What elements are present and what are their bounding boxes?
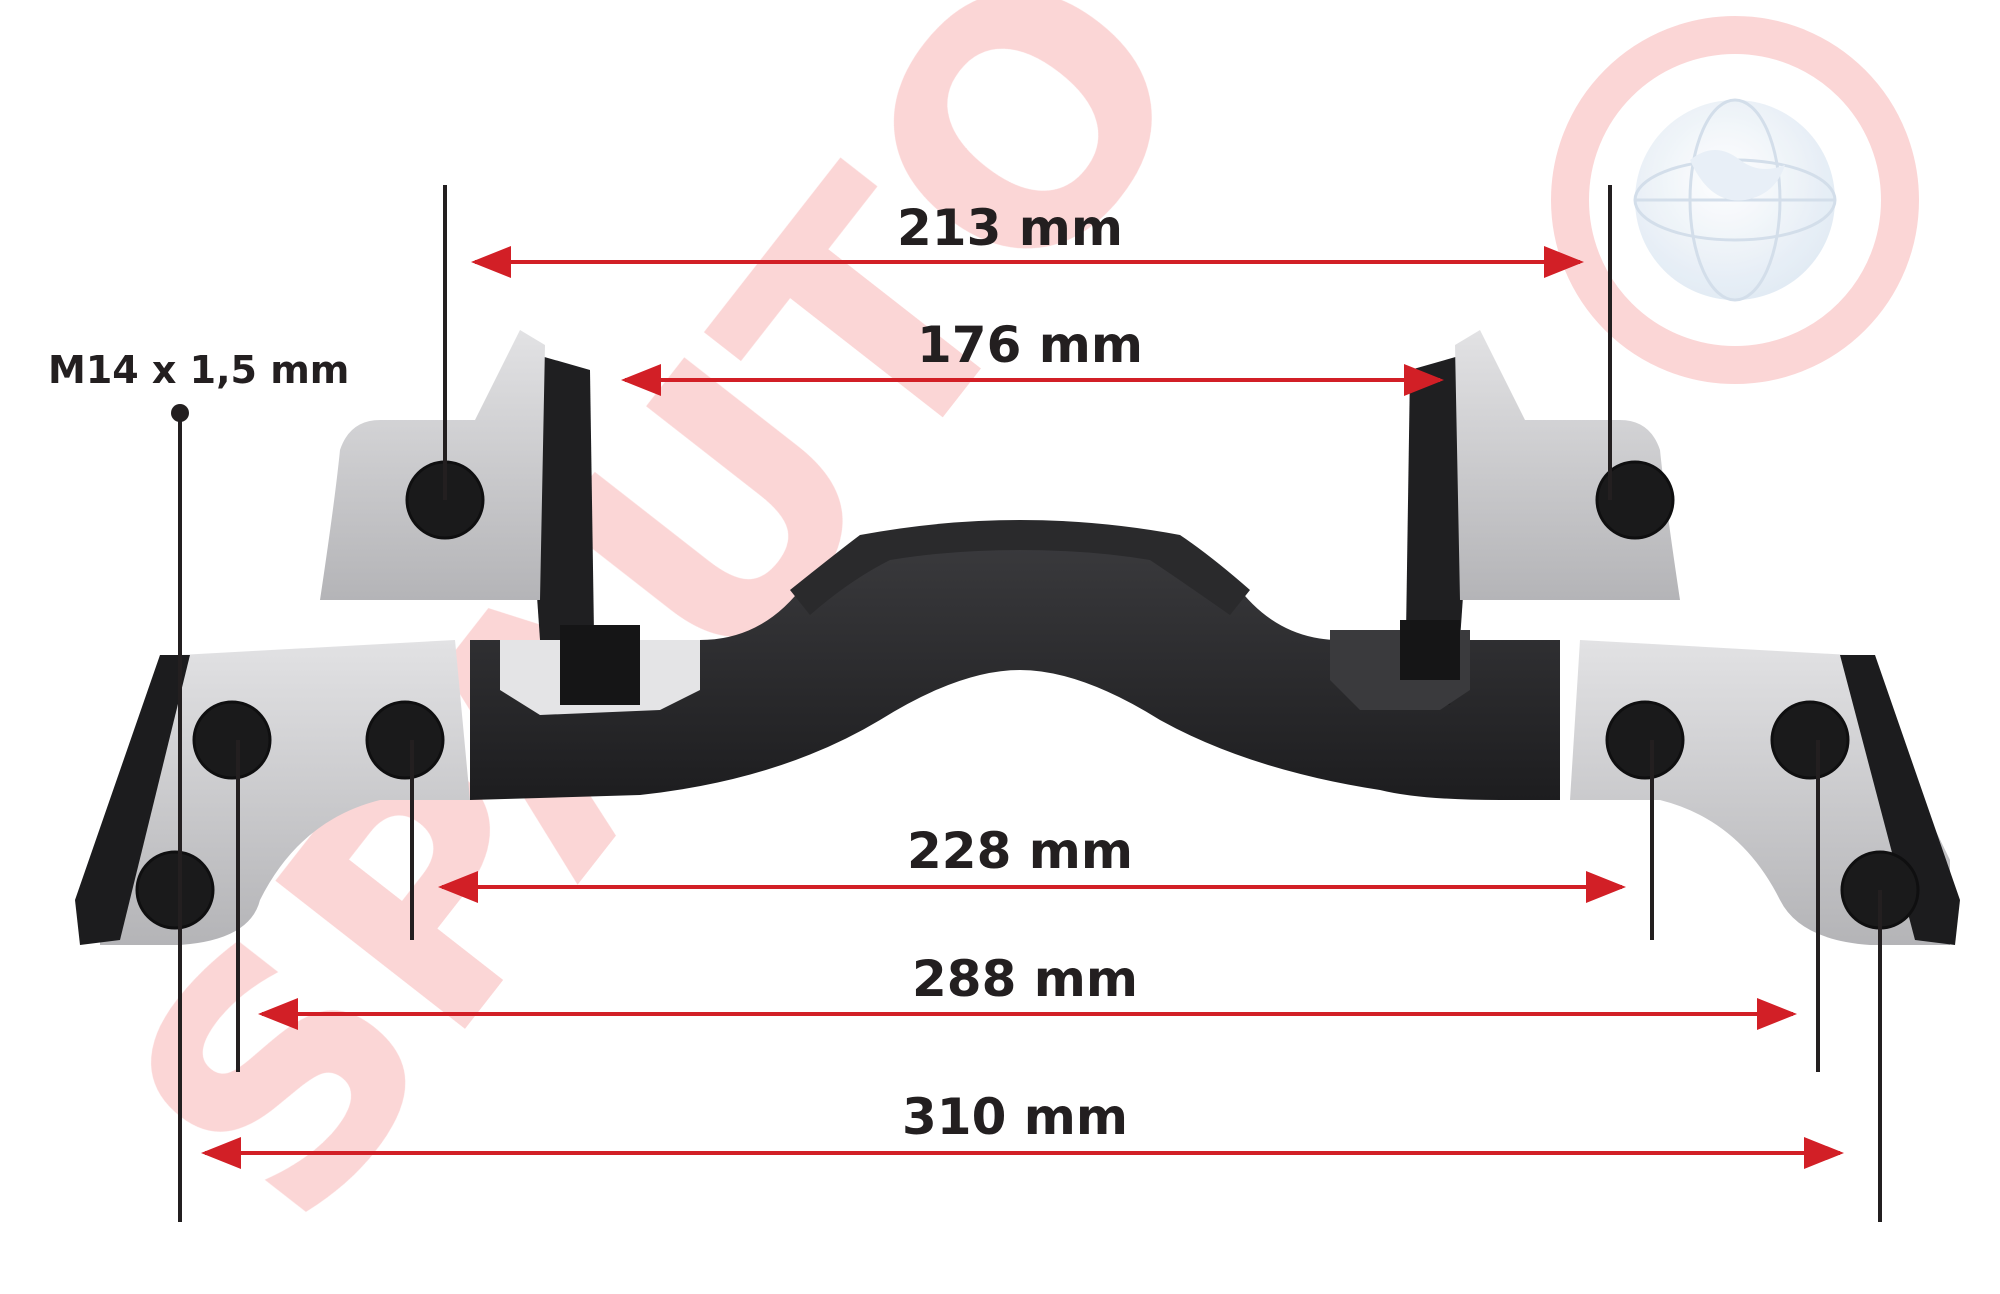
extension-lines — [178, 185, 1882, 1222]
thread-callout-dot — [171, 404, 189, 422]
dimension-arrows — [201, 246, 1844, 1169]
globe-logo-icon — [1633, 98, 1837, 302]
label-176: 176 mm — [917, 316, 1143, 374]
watermark-ring — [1551, 16, 1919, 384]
left-pad-slot — [560, 625, 640, 705]
carrier-bridge — [470, 540, 1560, 800]
thread-hole-left — [135, 850, 215, 930]
mounting-holes — [135, 460, 1920, 930]
bolt-hole-left-outer — [192, 700, 272, 780]
caliper-carrier-body — [75, 330, 1960, 945]
label-310: 310 mm — [902, 1088, 1128, 1146]
label-228: 228 mm — [907, 822, 1133, 880]
label-288: 288 mm — [912, 950, 1138, 1008]
left-outer-edge — [75, 655, 190, 945]
thread-spec-label: M14 x 1,5 mm — [48, 348, 349, 392]
bolt-hole-right-outer — [1770, 700, 1850, 780]
carrier-arch — [790, 520, 1250, 615]
right-pad-slot — [1400, 620, 1460, 680]
bolt-hole-left-inner — [365, 700, 445, 780]
label-213: 213 mm — [897, 199, 1123, 257]
right-outer-edge — [1840, 655, 1960, 945]
bolt-hole-right-inner — [1605, 700, 1685, 780]
bolt-hole-upper-right — [1595, 460, 1675, 540]
